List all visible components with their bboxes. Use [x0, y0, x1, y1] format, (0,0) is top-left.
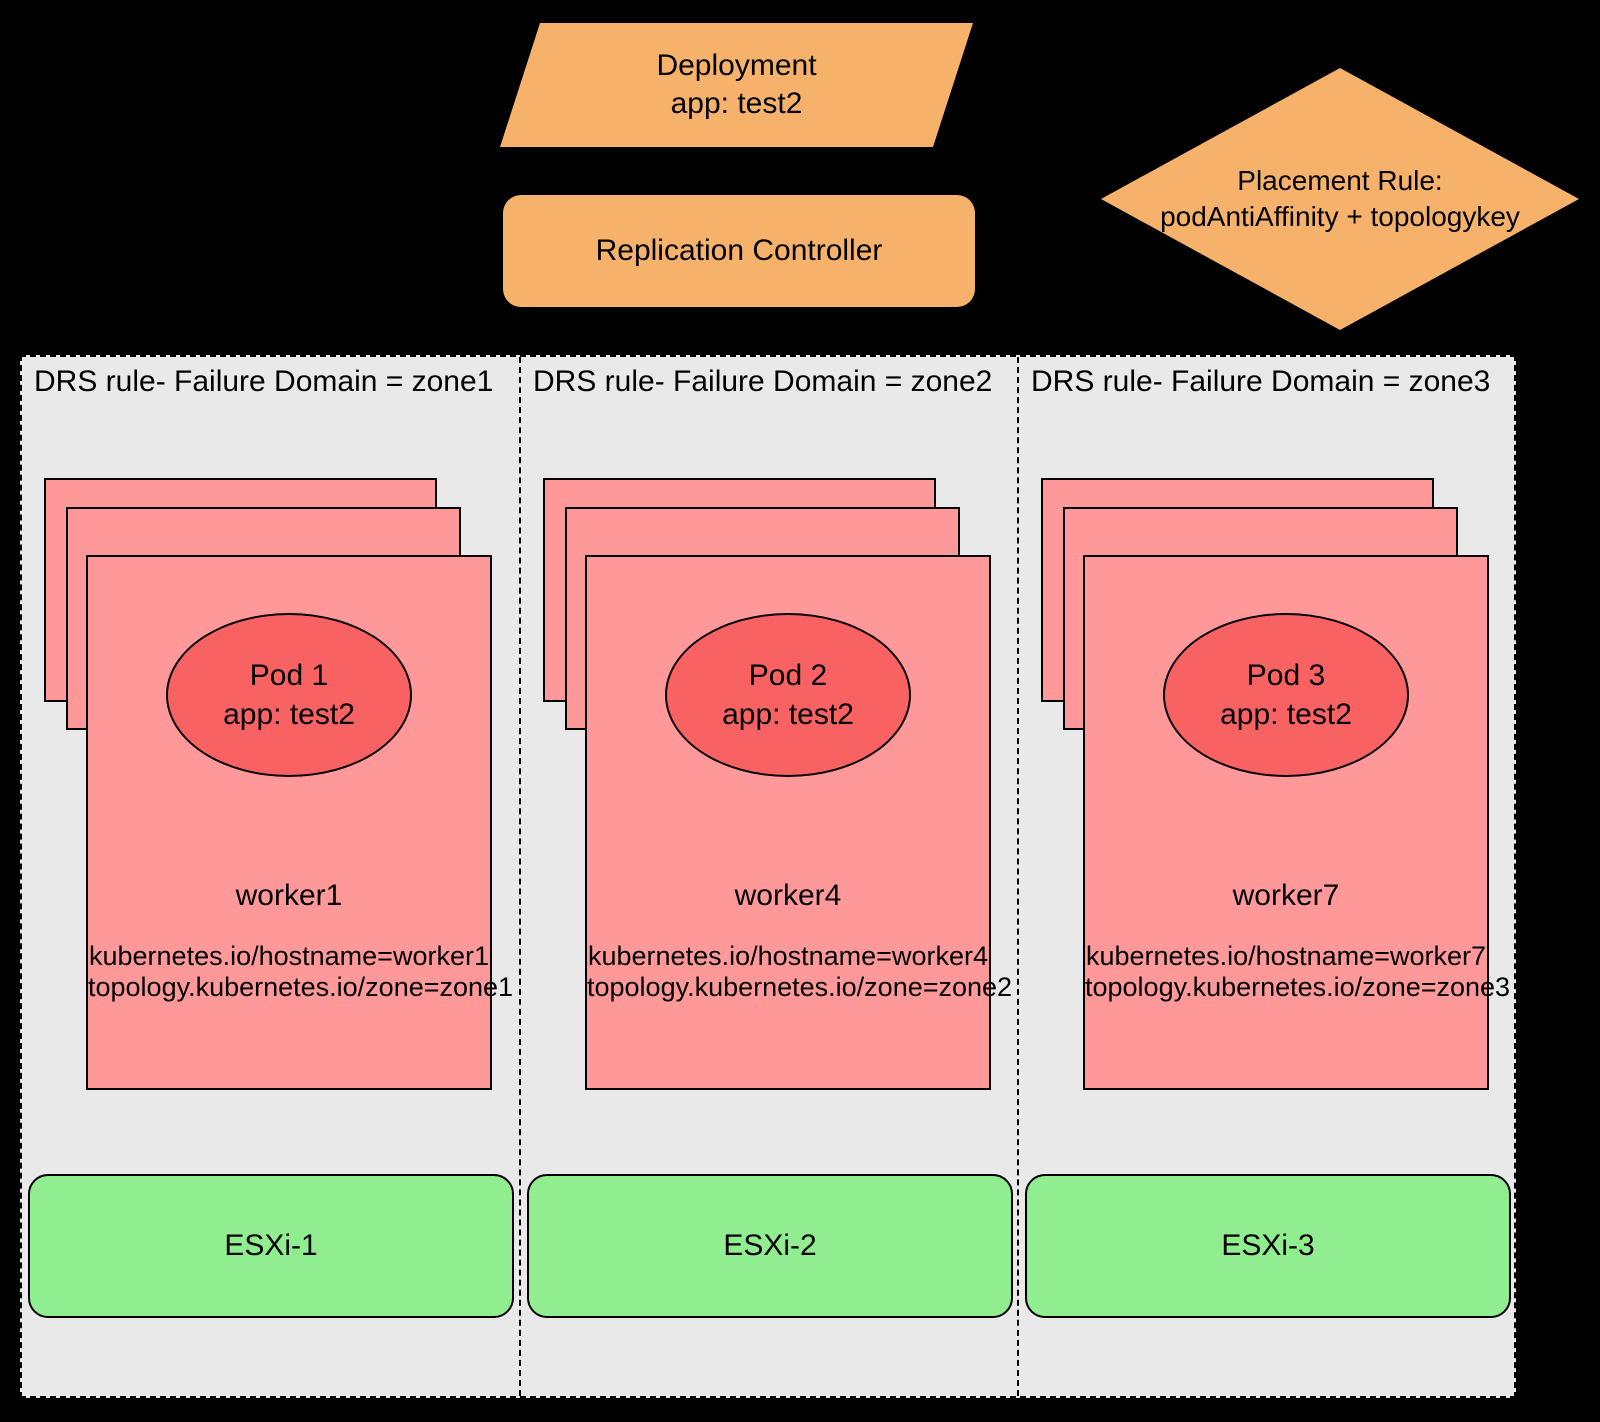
placement-rule-title: Placement Rule: [1237, 165, 1443, 196]
pod-ellipse: Pod 2 app: test2 [665, 613, 911, 777]
worker-name: worker4 [734, 879, 842, 912]
replication-controller-label: Replication Controller [595, 234, 883, 267]
worker-name: worker7 [1232, 879, 1340, 912]
node-labels: kubernetes.io/hostname=worker4 topology.… [587, 941, 1013, 1003]
worker-card-front: Pod 2 app: test2 worker4 kubernetes.io/h… [585, 555, 1013, 1090]
esxi-host-label: ESXi-2 [723, 1229, 817, 1262]
zone-divider-1 [519, 357, 521, 1396]
drs-rule-header: DRS rule- Failure Domain = zone2 [533, 365, 993, 398]
drs-zones-container: DRS rule- Failure Domain = zone1 Pod 1 a… [20, 355, 1516, 1398]
zone-column-2: DRS rule- Failure Domain = zone2 Pod 2 a… [521, 357, 1019, 1396]
zone-column-3: DRS rule- Failure Domain = zone3 Pod 3 a… [1019, 357, 1517, 1396]
drs-rule-header: DRS rule- Failure Domain = zone3 [1031, 365, 1491, 398]
hostname-label: kubernetes.io/hostname=worker1 [89, 941, 489, 971]
pod-ellipse: Pod 3 app: test2 [1163, 613, 1409, 777]
worker-name: worker1 [235, 879, 343, 912]
esxi-host-box: ESXi-2 [527, 1174, 1013, 1318]
pod-name: Pod 3 [1246, 659, 1326, 692]
replication-controller-shape: Replication Controller [503, 195, 975, 307]
deployment-app-label: app: test2 [670, 87, 803, 120]
node-labels: kubernetes.io/hostname=worker1 topology.… [88, 941, 514, 1003]
deployment-title: Deployment [656, 49, 817, 82]
pod-app-label: app: test2 [223, 698, 355, 731]
pod-name: Pod 1 [249, 659, 329, 692]
zone-label: topology.kubernetes.io/zone=zone3 [1085, 972, 1511, 1002]
deployment-shape: Deployment app: test2 [500, 23, 973, 147]
pod-app-label: app: test2 [722, 698, 854, 731]
zone-label: topology.kubernetes.io/zone=zone1 [88, 972, 514, 1002]
node-labels: kubernetes.io/hostname=worker7 topology.… [1085, 941, 1511, 1003]
zone-label: topology.kubernetes.io/zone=zone2 [587, 972, 1013, 1002]
worker-card-front: Pod 3 app: test2 worker7 kubernetes.io/h… [1083, 555, 1511, 1090]
zone-column-1: DRS rule- Failure Domain = zone1 Pod 1 a… [22, 357, 520, 1396]
esxi-host-box: ESXi-1 [28, 1174, 514, 1318]
pod-name: Pod 2 [748, 659, 828, 692]
hostname-label: kubernetes.io/hostname=worker7 [1086, 941, 1486, 971]
esxi-host-label: ESXi-3 [1221, 1229, 1315, 1262]
pod-app-label: app: test2 [1220, 698, 1352, 731]
pod-ellipse: Pod 1 app: test2 [166, 613, 412, 777]
zone-divider-2 [1017, 357, 1019, 1396]
esxi-host-label: ESXi-1 [224, 1229, 318, 1262]
placement-rule-shape: Placement Rule: podAntiAffinity + topolo… [1101, 68, 1579, 330]
drs-rule-header: DRS rule- Failure Domain = zone1 [34, 365, 494, 398]
hostname-label: kubernetes.io/hostname=worker4 [588, 941, 988, 971]
placement-rule-detail: podAntiAffinity + topologykey [1160, 201, 1520, 232]
esxi-host-box: ESXi-3 [1025, 1174, 1511, 1318]
worker-card-front: Pod 1 app: test2 worker1 kubernetes.io/h… [86, 555, 514, 1090]
